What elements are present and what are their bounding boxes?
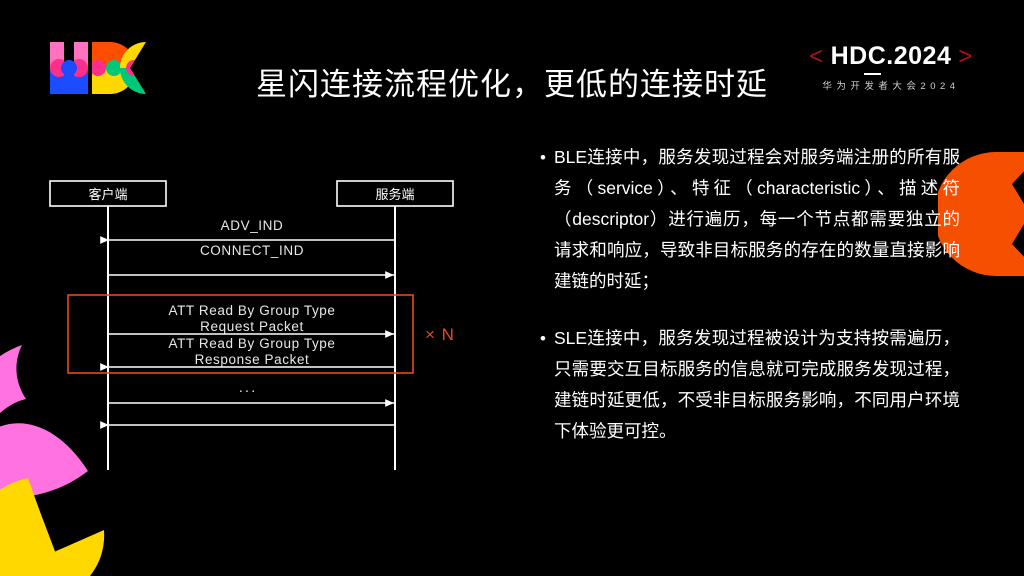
message-label-att-request-line1: ATT Read By Group Type	[168, 303, 335, 318]
bullet-text-sle: SLE连接中，服务发现过程被设计为支持按需遍历，只需要交互目标服务的信息就可完成…	[554, 328, 960, 441]
hdc-subtitle: 华为开发者大会2024	[822, 81, 960, 92]
bullet-item-sle: • SLE连接中，服务发现过程被设计为支持按需遍历，只需要交互目标服务的信息就可…	[540, 323, 960, 447]
hdc-badge: < HDC.2024 > 华为开发者大会2024	[786, 42, 996, 93]
sequence-diagram: 客户端 服务端 × N ADV_IND CONNECT_IND ATT Read…	[45, 170, 505, 490]
page-title: 星闪连接流程优化，更低的连接时延	[256, 67, 768, 102]
message-label-connect-ind: CONNECT_IND	[200, 243, 304, 258]
ellipsis-label: ...	[239, 379, 258, 396]
lane-box-server: 服务端	[336, 180, 454, 207]
bullet-panel: • BLE连接中，服务发现过程会对服务端注册的所有服务（service）、特征（…	[540, 142, 960, 473]
message-label-att-response-line2: Response Packet	[195, 352, 310, 367]
message-label-att-response-line1: ATT Read By Group Type	[168, 336, 335, 351]
hdc-title: HDC.2024	[830, 42, 952, 75]
yellow-decoration-shape	[0, 478, 105, 576]
lane-box-client: 客户端	[49, 180, 167, 207]
hdc-left-bracket-icon: <	[809, 42, 824, 70]
bullet-marker-icon: •	[540, 148, 546, 167]
message-label-att-request-line2: Request Packet	[200, 319, 304, 334]
mdc-logo	[50, 42, 146, 94]
bullet-item-ble: • BLE连接中，服务发现过程会对服务端注册的所有服务（service）、特征（…	[540, 142, 960, 297]
message-label-adv-ind: ADV_IND	[221, 218, 284, 233]
repeat-count-label: × N	[425, 325, 455, 344]
lane-label-server: 服务端	[375, 187, 414, 202]
repeat-group-box	[67, 294, 414, 374]
lane-label-client: 客户端	[88, 187, 127, 202]
bullet-marker-icon: •	[540, 329, 546, 348]
hdc-right-bracket-icon: >	[958, 42, 973, 70]
hdc-title-row: < HDC.2024 >	[786, 42, 996, 75]
bullet-text-ble: BLE连接中，服务发现过程会对服务端注册的所有服务（service）、特征（ch…	[554, 147, 960, 291]
